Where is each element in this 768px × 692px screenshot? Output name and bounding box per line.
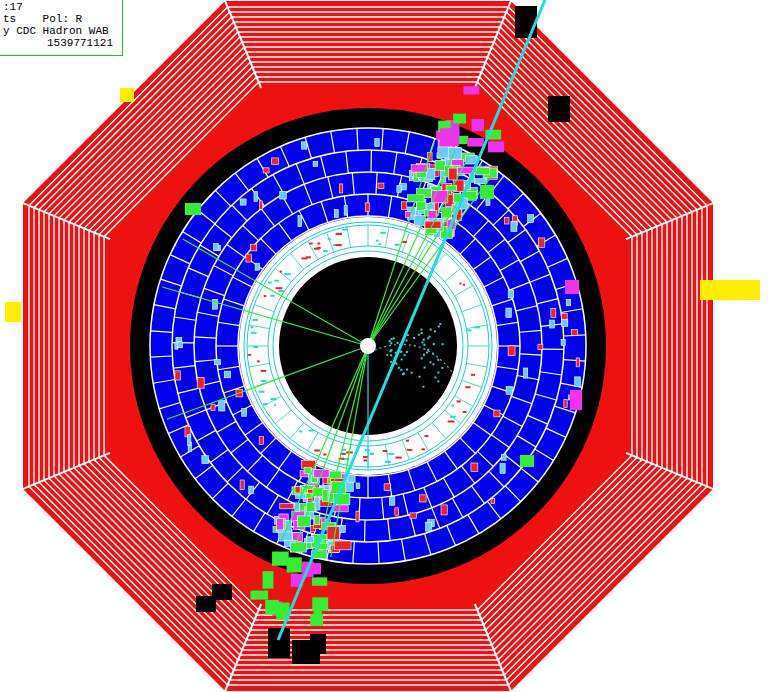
chamber-hits [175,139,581,550]
calorimeter [150,128,586,564]
jet-deposits [5,6,760,664]
event-info: :17 [3,1,114,13]
info-box: :17ts Pol: Ry CDC Hadron WAB1539771121 [0,0,123,56]
muon-octagon [23,1,713,691]
chamber-rings [244,222,492,470]
event-info: y CDC Hadron WAB [3,25,114,37]
event-info: ts Pol: R [3,13,114,25]
interaction-point [360,338,376,354]
coil-ring [130,108,606,584]
event-info: 1539771121 [3,37,114,49]
drift-chamber [239,217,497,475]
calorimeter-cells [150,128,586,564]
octagon-stripes [23,1,713,691]
particle-tracks [162,0,545,640]
